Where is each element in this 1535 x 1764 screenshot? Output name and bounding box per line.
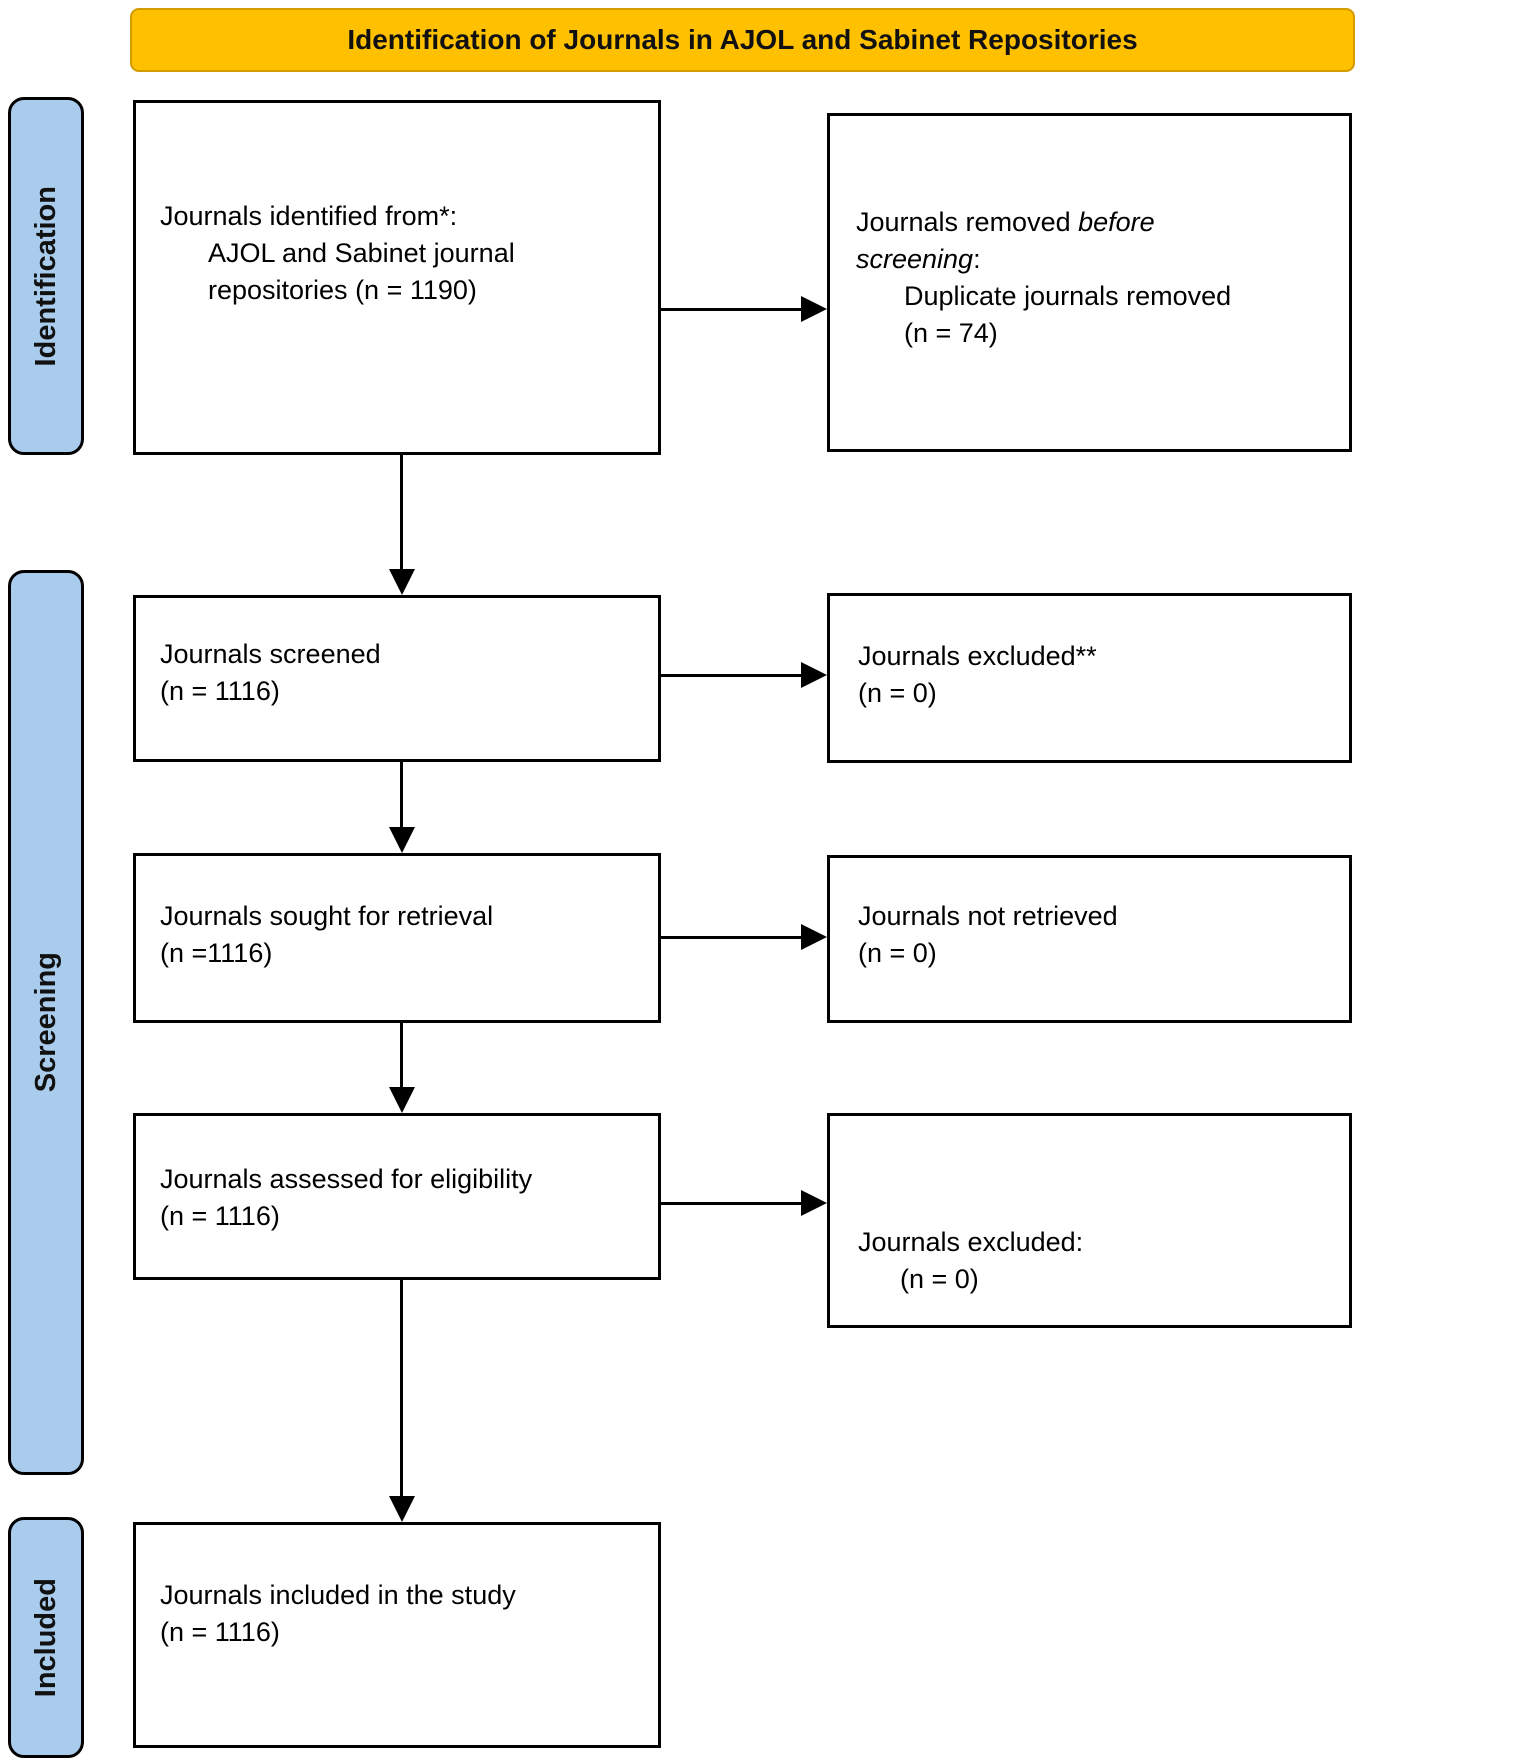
arrow-identified-to-screened-head-icon <box>389 569 415 595</box>
box-journals-not-retrieved: Journals not retrieved (n = 0) <box>827 855 1352 1023</box>
box-journals-included-line2: (n = 1116) <box>160 1617 280 1647</box>
box-journals-excluded-screening-line2: (n = 0) <box>858 678 937 708</box>
box-journals-assessed-line2: (n = 1116) <box>160 1201 280 1231</box>
title-banner: Identification of Journals in AJOL and S… <box>130 8 1355 72</box>
box-journals-removed-line2: screening: <box>856 244 981 274</box>
box-journals-identified-line1: Journals identified from*: <box>160 201 458 231</box>
box-journals-included-line1: Journals included in the study <box>160 1580 516 1610</box>
stage-identification-label: Identification <box>29 185 62 367</box>
box-journals-assessed: Journals assessed for eligibility (n = 1… <box>133 1113 661 1280</box>
arrow-assessed-to-included-head-icon <box>389 1496 415 1522</box>
stage-identification: Identification <box>8 97 84 455</box>
box-journals-sought: Journals sought for retrieval (n =1116) <box>133 853 661 1023</box>
arrow-assessed-to-excluded-head-icon <box>801 1190 827 1216</box>
stage-included: Included <box>8 1517 84 1758</box>
box-journals-excluded-eligibility-line1: Journals excluded: <box>858 1227 1084 1257</box>
arrow-identified-to-removed-head-icon <box>801 296 827 322</box>
arrow-screened-to-sought-line <box>400 762 403 828</box>
stage-screening-label: Screening <box>29 952 62 1093</box>
arrow-sought-to-assessed-head-icon <box>389 1087 415 1113</box>
box-journals-sought-line1: Journals sought for retrieval <box>160 901 494 931</box>
arrow-screened-to-sought-head-icon <box>389 827 415 853</box>
box-journals-removed-line1: Journals removed before <box>856 207 1155 237</box>
arrow-assessed-to-included-line <box>400 1280 403 1497</box>
box-journals-removed: Journals removed before screening: Dupli… <box>827 113 1352 452</box>
box-journals-screened-line1: Journals screened <box>160 639 381 669</box>
arrow-sought-to-notretrieved-head-icon <box>801 924 827 950</box>
box-journals-assessed-line1: Journals assessed for eligibility <box>160 1164 533 1194</box>
arrow-identified-to-removed-line <box>661 308 801 311</box>
arrow-sought-to-assessed-line <box>400 1023 403 1088</box>
box-journals-included: Journals included in the study (n = 1116… <box>133 1522 661 1748</box>
box-journals-removed-line3: Duplicate journals removed <box>904 281 1232 311</box>
box-journals-not-retrieved-line1: Journals not retrieved <box>858 901 1118 931</box>
box-journals-excluded-eligibility-line2: (n = 0) <box>900 1264 979 1294</box>
box-journals-screened-line2: (n = 1116) <box>160 676 280 706</box>
arrow-identified-to-screened-line <box>400 455 403 570</box>
box-journals-identified-line2: AJOL and Sabinet journal <box>208 238 515 268</box>
stage-included-label: Included <box>29 1577 62 1698</box>
box-journals-excluded-screening: Journals excluded** (n = 0) <box>827 593 1352 763</box>
box-journals-excluded-screening-line1: Journals excluded** <box>858 641 1097 671</box>
box-journals-identified: Journals identified from*: AJOL and Sabi… <box>133 100 661 455</box>
arrow-sought-to-notretrieved-line <box>661 936 801 939</box>
box-journals-excluded-eligibility: Journals excluded: (n = 0) <box>827 1113 1352 1328</box>
arrow-assessed-to-excluded-line <box>661 1202 801 1205</box>
box-journals-removed-line4: (n = 74) <box>904 318 998 348</box>
arrow-screened-to-excluded-head-icon <box>801 662 827 688</box>
box-journals-identified-line3: repositories (n = 1190) <box>208 275 477 305</box>
box-journals-sought-line2: (n =1116) <box>160 938 273 968</box>
box-journals-screened: Journals screened (n = 1116) <box>133 595 661 762</box>
diagram-title: Identification of Journals in AJOL and S… <box>347 24 1138 55</box>
box-journals-not-retrieved-line2: (n = 0) <box>858 938 937 968</box>
stage-screening: Screening <box>8 570 84 1475</box>
arrow-screened-to-excluded-line <box>661 674 801 677</box>
